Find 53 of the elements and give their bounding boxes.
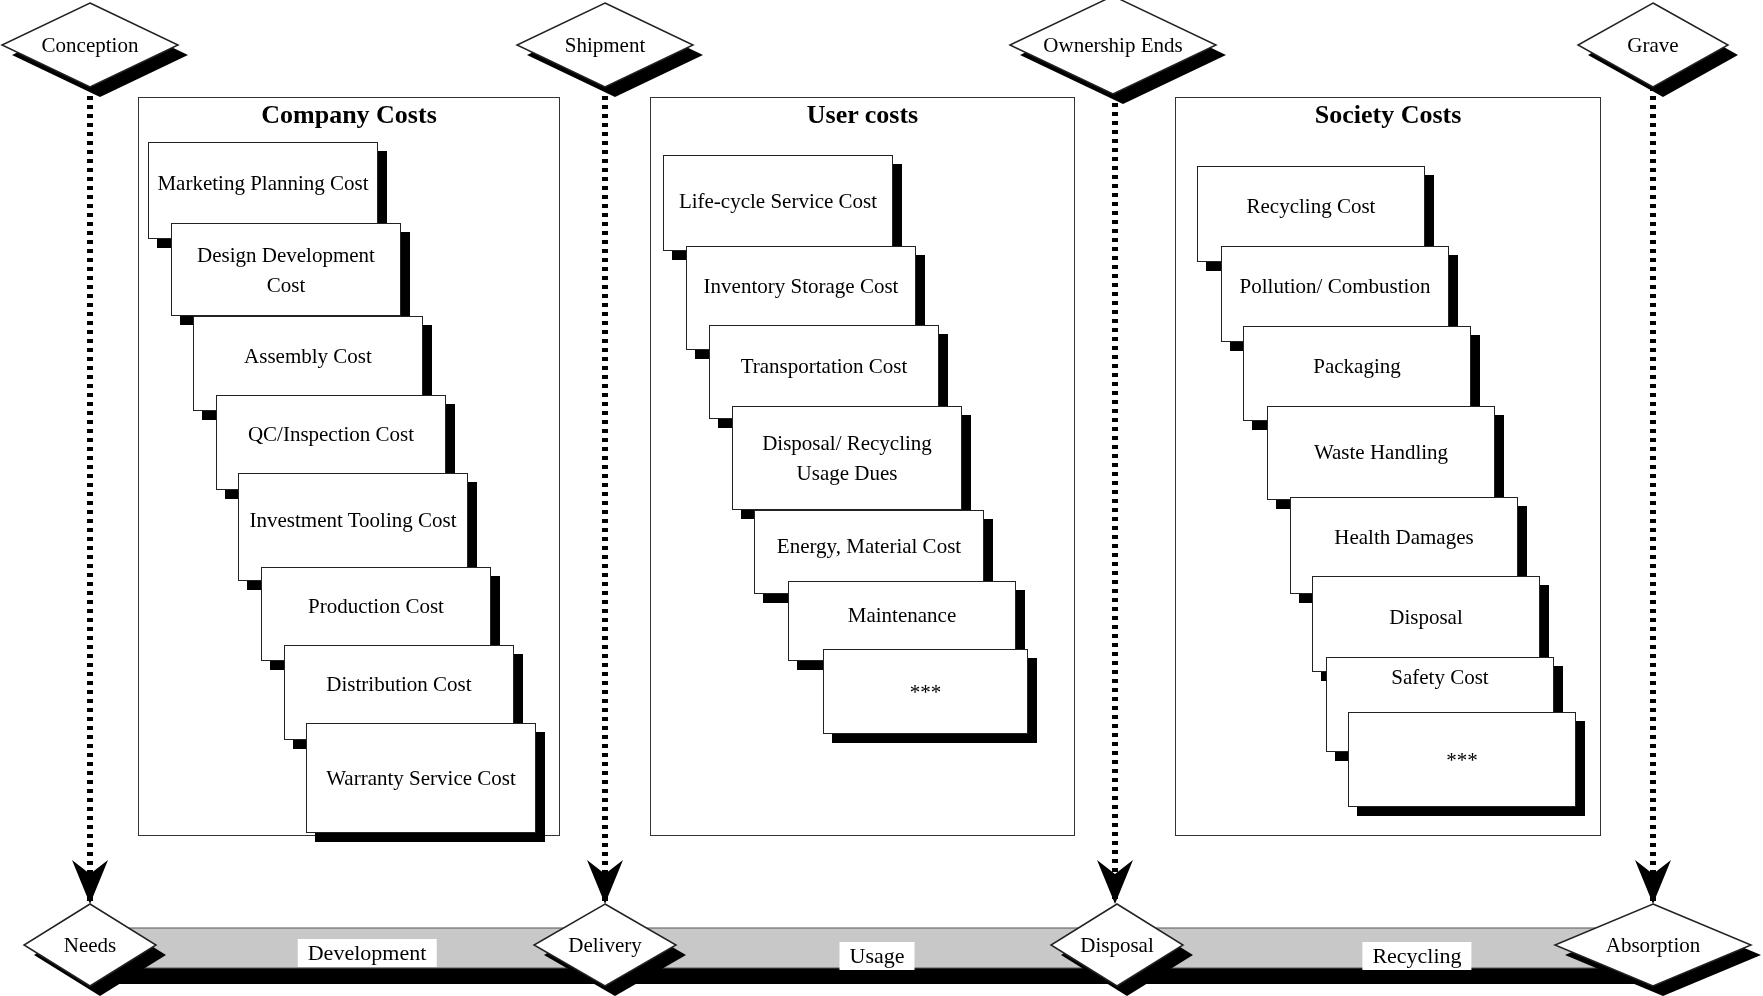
milestone-label: Absorption [1605,932,1701,958]
milestone-diamond [24,904,166,996]
cost-label: Production Cost [308,593,444,620]
cost-label: Safety Cost [1391,664,1489,691]
cost-box [1348,712,1585,816]
cost-box [171,223,410,325]
cost-box [823,649,1037,743]
cost-panel [650,97,1075,836]
milestone-label: Grave [1627,32,1679,58]
phase-label: Development [297,939,437,967]
panel-title: Company Costs [260,100,438,130]
milestone-diamond [1578,3,1738,97]
milestone-diamond [2,3,188,97]
cost-label: Inventory Storage Cost [703,272,899,300]
cost-box [306,723,545,842]
milestone-label: Disposal [1080,932,1154,958]
milestone-diamond [517,3,703,97]
cost-label: Life-cycle Service Cost [678,187,878,215]
cost-label: Warranty Service Cost [326,765,516,792]
dotted-arrow [1635,87,1671,904]
cost-label: Design Development Cost [196,241,376,299]
cost-label: QC/Inspection Cost [247,421,415,448]
milestone-label: Delivery [568,932,642,958]
milestone-diamond [534,904,686,996]
milestone-label: Ownership Ends [1043,32,1183,58]
cost-label: Disposal/ Recycling Usage Dues [761,430,933,487]
cost-label: Assembly Cost [244,342,372,370]
cost-label: Waste Handling [1313,438,1449,466]
cost-label: Marketing Planning Cost [157,169,369,197]
phase-label: Recycling [1362,942,1472,970]
cost-label: Maintenance [847,602,957,629]
phase-label: Usage [839,942,915,970]
panel-title: User costs [805,100,920,130]
cost-label: Disposal [1389,603,1463,631]
panel-title: Society Costs [1313,100,1463,130]
cost-label: Investment Tooling Cost [249,507,457,534]
cost-label: Pollution/ Combustion [1239,273,1431,300]
milestone-label: Shipment [564,32,646,58]
cost-box [732,406,971,519]
cost-panel [1175,97,1601,836]
milestone-diamond [1051,904,1193,996]
cost-label: Packaging [1313,353,1401,380]
milestone-diamond [1010,0,1226,104]
cost-label: Transportation Cost [740,352,908,380]
cost-label: Recycling Cost [1246,193,1376,220]
milestone-diamond [1555,904,1761,996]
cost-label: *** [909,678,942,706]
cost-label: *** [1446,746,1478,774]
milestone-label: Needs [63,932,117,958]
cost-label: Energy, Material Cost [776,532,962,560]
cost-label: Distribution Cost [326,671,472,698]
milestone-label: Conception [41,32,139,58]
cost-label: Health Damages [1334,523,1474,551]
